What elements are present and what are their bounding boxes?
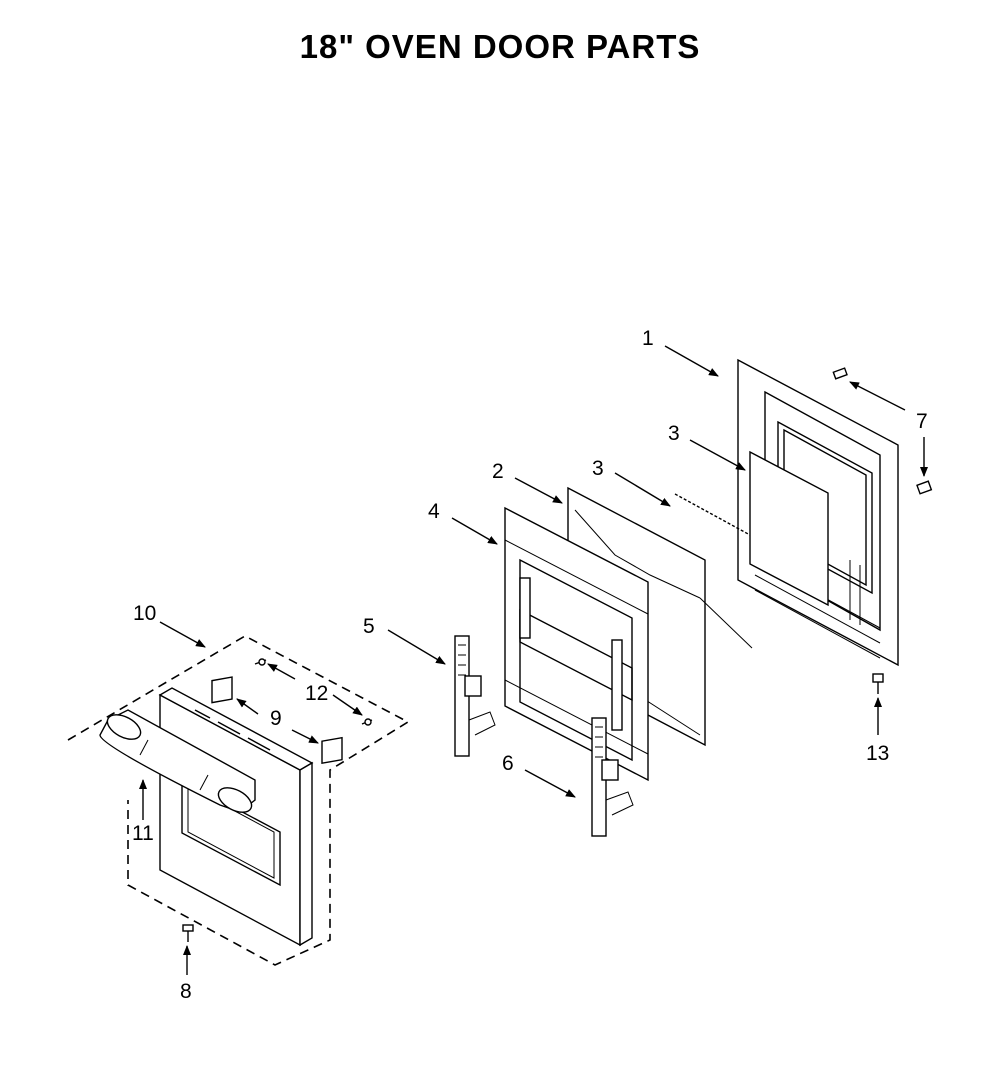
bottom-door-screw[interactable] bbox=[182, 924, 194, 942]
door-glass-rear[interactable] bbox=[749, 450, 829, 607]
callout-10: 10 bbox=[133, 602, 156, 625]
callout-4: 4 bbox=[428, 500, 440, 523]
door-glass-strip[interactable] bbox=[674, 493, 751, 536]
right-hinge[interactable] bbox=[591, 717, 634, 837]
bracket-screw-left[interactable] bbox=[254, 658, 267, 666]
callout-5: 5 bbox=[363, 615, 375, 638]
callout-13: 13 bbox=[866, 742, 889, 765]
callout-12: 12 bbox=[305, 682, 328, 705]
bracket-screw-right[interactable] bbox=[361, 718, 373, 726]
callout-6: 6 bbox=[502, 752, 514, 775]
page-title: 18" OVEN DOOR PARTS bbox=[299, 28, 701, 65]
leader-arrows bbox=[139, 345, 928, 975]
callout-7: 7 bbox=[916, 410, 928, 433]
callout-3-rear: 3 bbox=[668, 422, 680, 445]
left-hinge[interactable] bbox=[454, 635, 496, 757]
door-frame[interactable] bbox=[504, 506, 649, 782]
callout-11: 11 bbox=[132, 822, 154, 845]
panel-bottom-screw[interactable] bbox=[872, 673, 884, 694]
callout-3-front: 3 bbox=[592, 457, 604, 480]
callout-8: 8 bbox=[180, 980, 192, 1003]
panel-side-screw[interactable] bbox=[916, 480, 933, 495]
callout-2: 2 bbox=[492, 460, 504, 483]
panel-top-screw[interactable] bbox=[832, 367, 848, 380]
callout-9: 9 bbox=[270, 707, 282, 730]
callout-1: 1 bbox=[642, 327, 654, 350]
door-handle[interactable] bbox=[99, 709, 256, 818]
handle-bracket-left[interactable] bbox=[211, 676, 233, 704]
handle-bracket-right[interactable] bbox=[321, 736, 343, 765]
